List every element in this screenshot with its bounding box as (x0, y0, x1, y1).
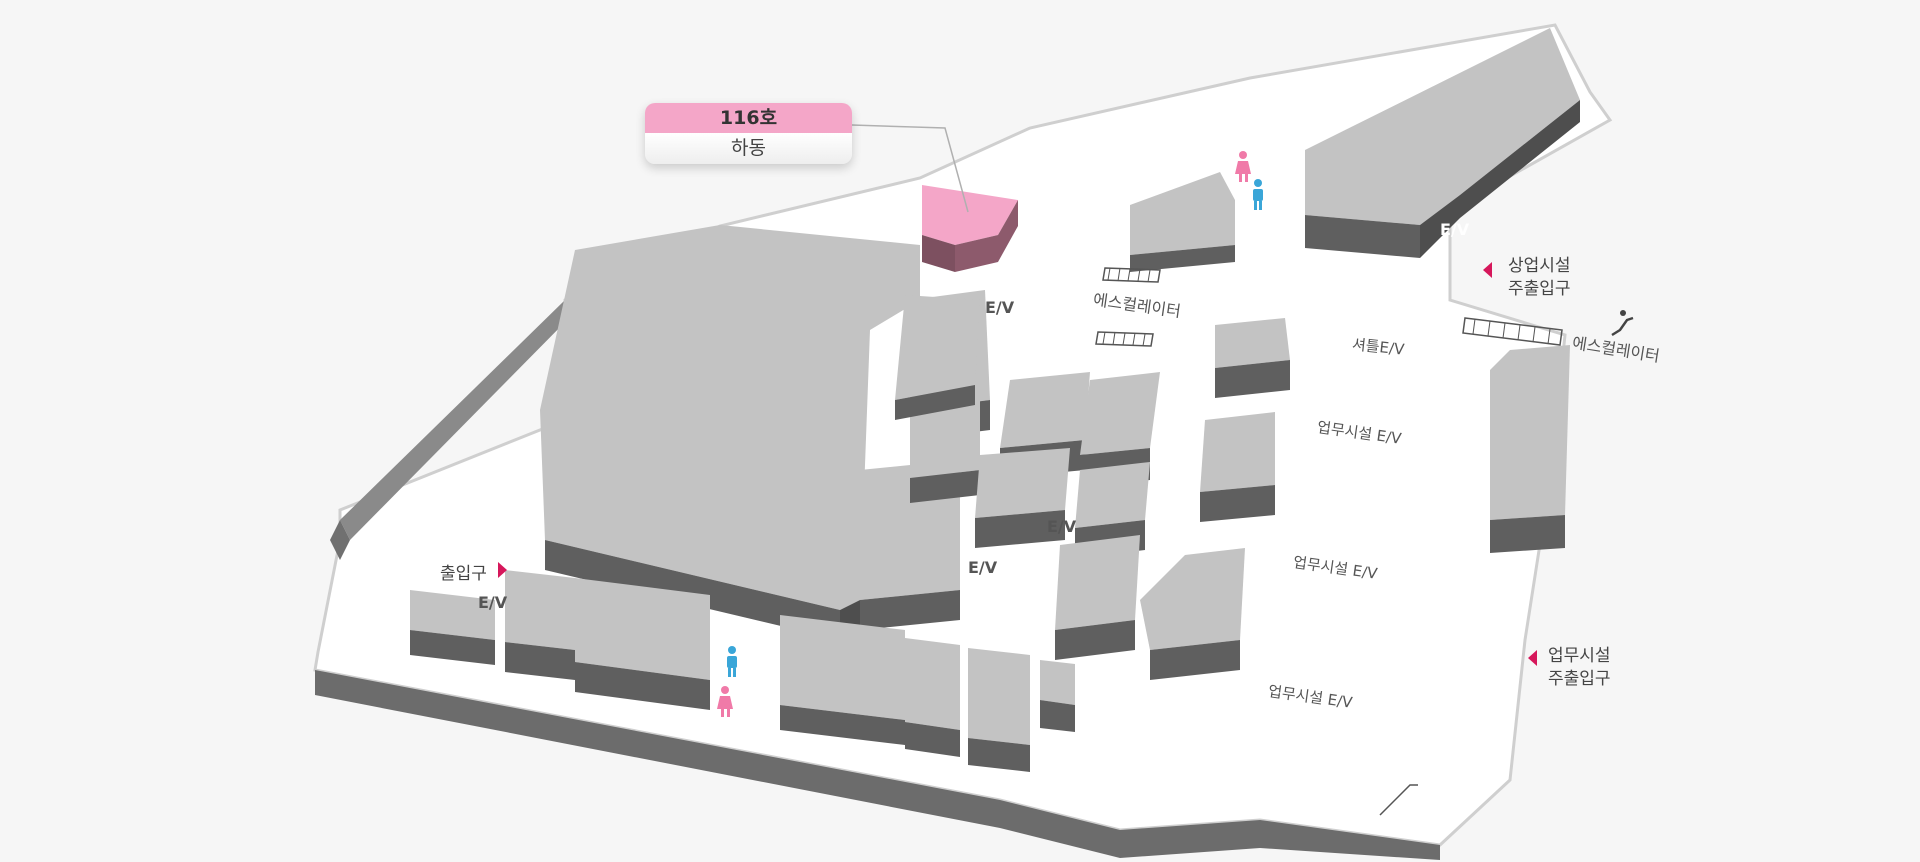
ev-label-4: E/V (968, 558, 998, 577)
entrance-marker-west-icon (498, 562, 507, 578)
escalator-icon (1611, 310, 1634, 337)
outer-wall-west (330, 300, 575, 560)
ev-label-3: E/V (1047, 517, 1077, 536)
escalator-center-south (1095, 331, 1154, 347)
restroom-male-icon-north (1253, 179, 1263, 210)
escalator-east (1462, 317, 1563, 346)
ev-label-1: E/V (985, 298, 1015, 317)
entrance-marker-office-icon (1528, 650, 1537, 666)
restroom-male-icon-south (727, 646, 737, 677)
store-blocks-south (410, 570, 1075, 772)
commercial-entrance-line2: 주출입구 (1508, 279, 1571, 299)
ev-label-2: E/V (1440, 220, 1470, 239)
store-blocks-north (1130, 28, 1580, 553)
restroom-female-icon-south (717, 686, 733, 717)
ev-label-5: E/V (478, 593, 508, 612)
office-entrance-line1: 업무시설 (1548, 646, 1611, 666)
entrance-marker-commercial-icon (1483, 262, 1492, 278)
tooltip-unit-number: 116호 (645, 103, 852, 133)
office-entrance-line2: 주출입구 (1548, 669, 1611, 689)
commercial-entrance-label[interactable]: 상업시설 주출입구 (1508, 255, 1571, 301)
store-blocks-central (975, 372, 1160, 660)
entrance-label-west[interactable]: 출입구 (440, 564, 487, 584)
store-blocks-east-column (1140, 318, 1290, 680)
tooltip-building-name: 하동 (645, 133, 852, 164)
unit-tooltip: 116호 하동 (645, 103, 852, 164)
unit-116-highlight[interactable] (922, 185, 1018, 272)
commercial-entrance-line1: 상업시설 (1508, 256, 1571, 276)
store-blocks-northwest (895, 295, 980, 420)
office-entrance-label[interactable]: 업무시설 주출입구 (1548, 645, 1611, 691)
tooltip-leader-line (851, 124, 969, 213)
restroom-female-icon-north (1235, 151, 1251, 182)
escalator-center-north (1102, 267, 1161, 283)
stairs-icon (1379, 784, 1418, 816)
